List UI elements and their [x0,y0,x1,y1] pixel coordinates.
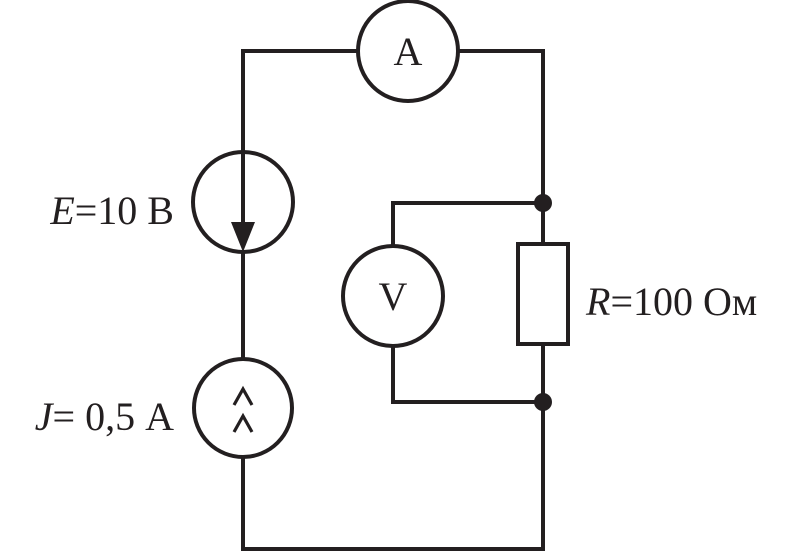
ammeter-label: A [394,29,423,74]
wire-top-right [456,49,545,205]
wire-left-top [241,49,360,154]
emf-value: =10 В [75,188,174,233]
resistor-label: R=100 Ом [585,279,757,324]
voltmeter: V [341,244,445,348]
ammeter-circle [356,0,460,103]
current-source-chevron-up-icon-lower [232,412,254,433]
current-source [192,357,294,459]
wire-bottom [241,400,545,551]
emf-label: E=10 В [49,188,174,233]
resistor-body [516,242,570,346]
current-source-label: J= 0,5 А [35,394,174,439]
ammeter: A [356,0,460,103]
wire-voltmeter-bottom [391,343,545,404]
voltmeter-branch [391,201,545,404]
wire-voltmeter-top [391,201,545,248]
current-source-circle [192,357,294,459]
emf-arrow-icon [231,222,255,252]
resistor-value: =100 Ом [610,279,757,324]
current-source-chevron-up-icon [232,385,254,406]
node-top [534,194,552,212]
main-loop-wires [241,49,545,551]
resistor-symbol: R [585,279,610,324]
current-source-value: = 0,5 А [53,394,175,439]
voltmeter-circle [341,244,445,348]
resistor-branch [516,201,570,404]
current-source-symbol: J [35,394,55,439]
node-bottom [534,393,552,411]
emf-source [191,150,295,254]
voltmeter-label: V [379,274,408,319]
emf-symbol: E [49,188,74,233]
